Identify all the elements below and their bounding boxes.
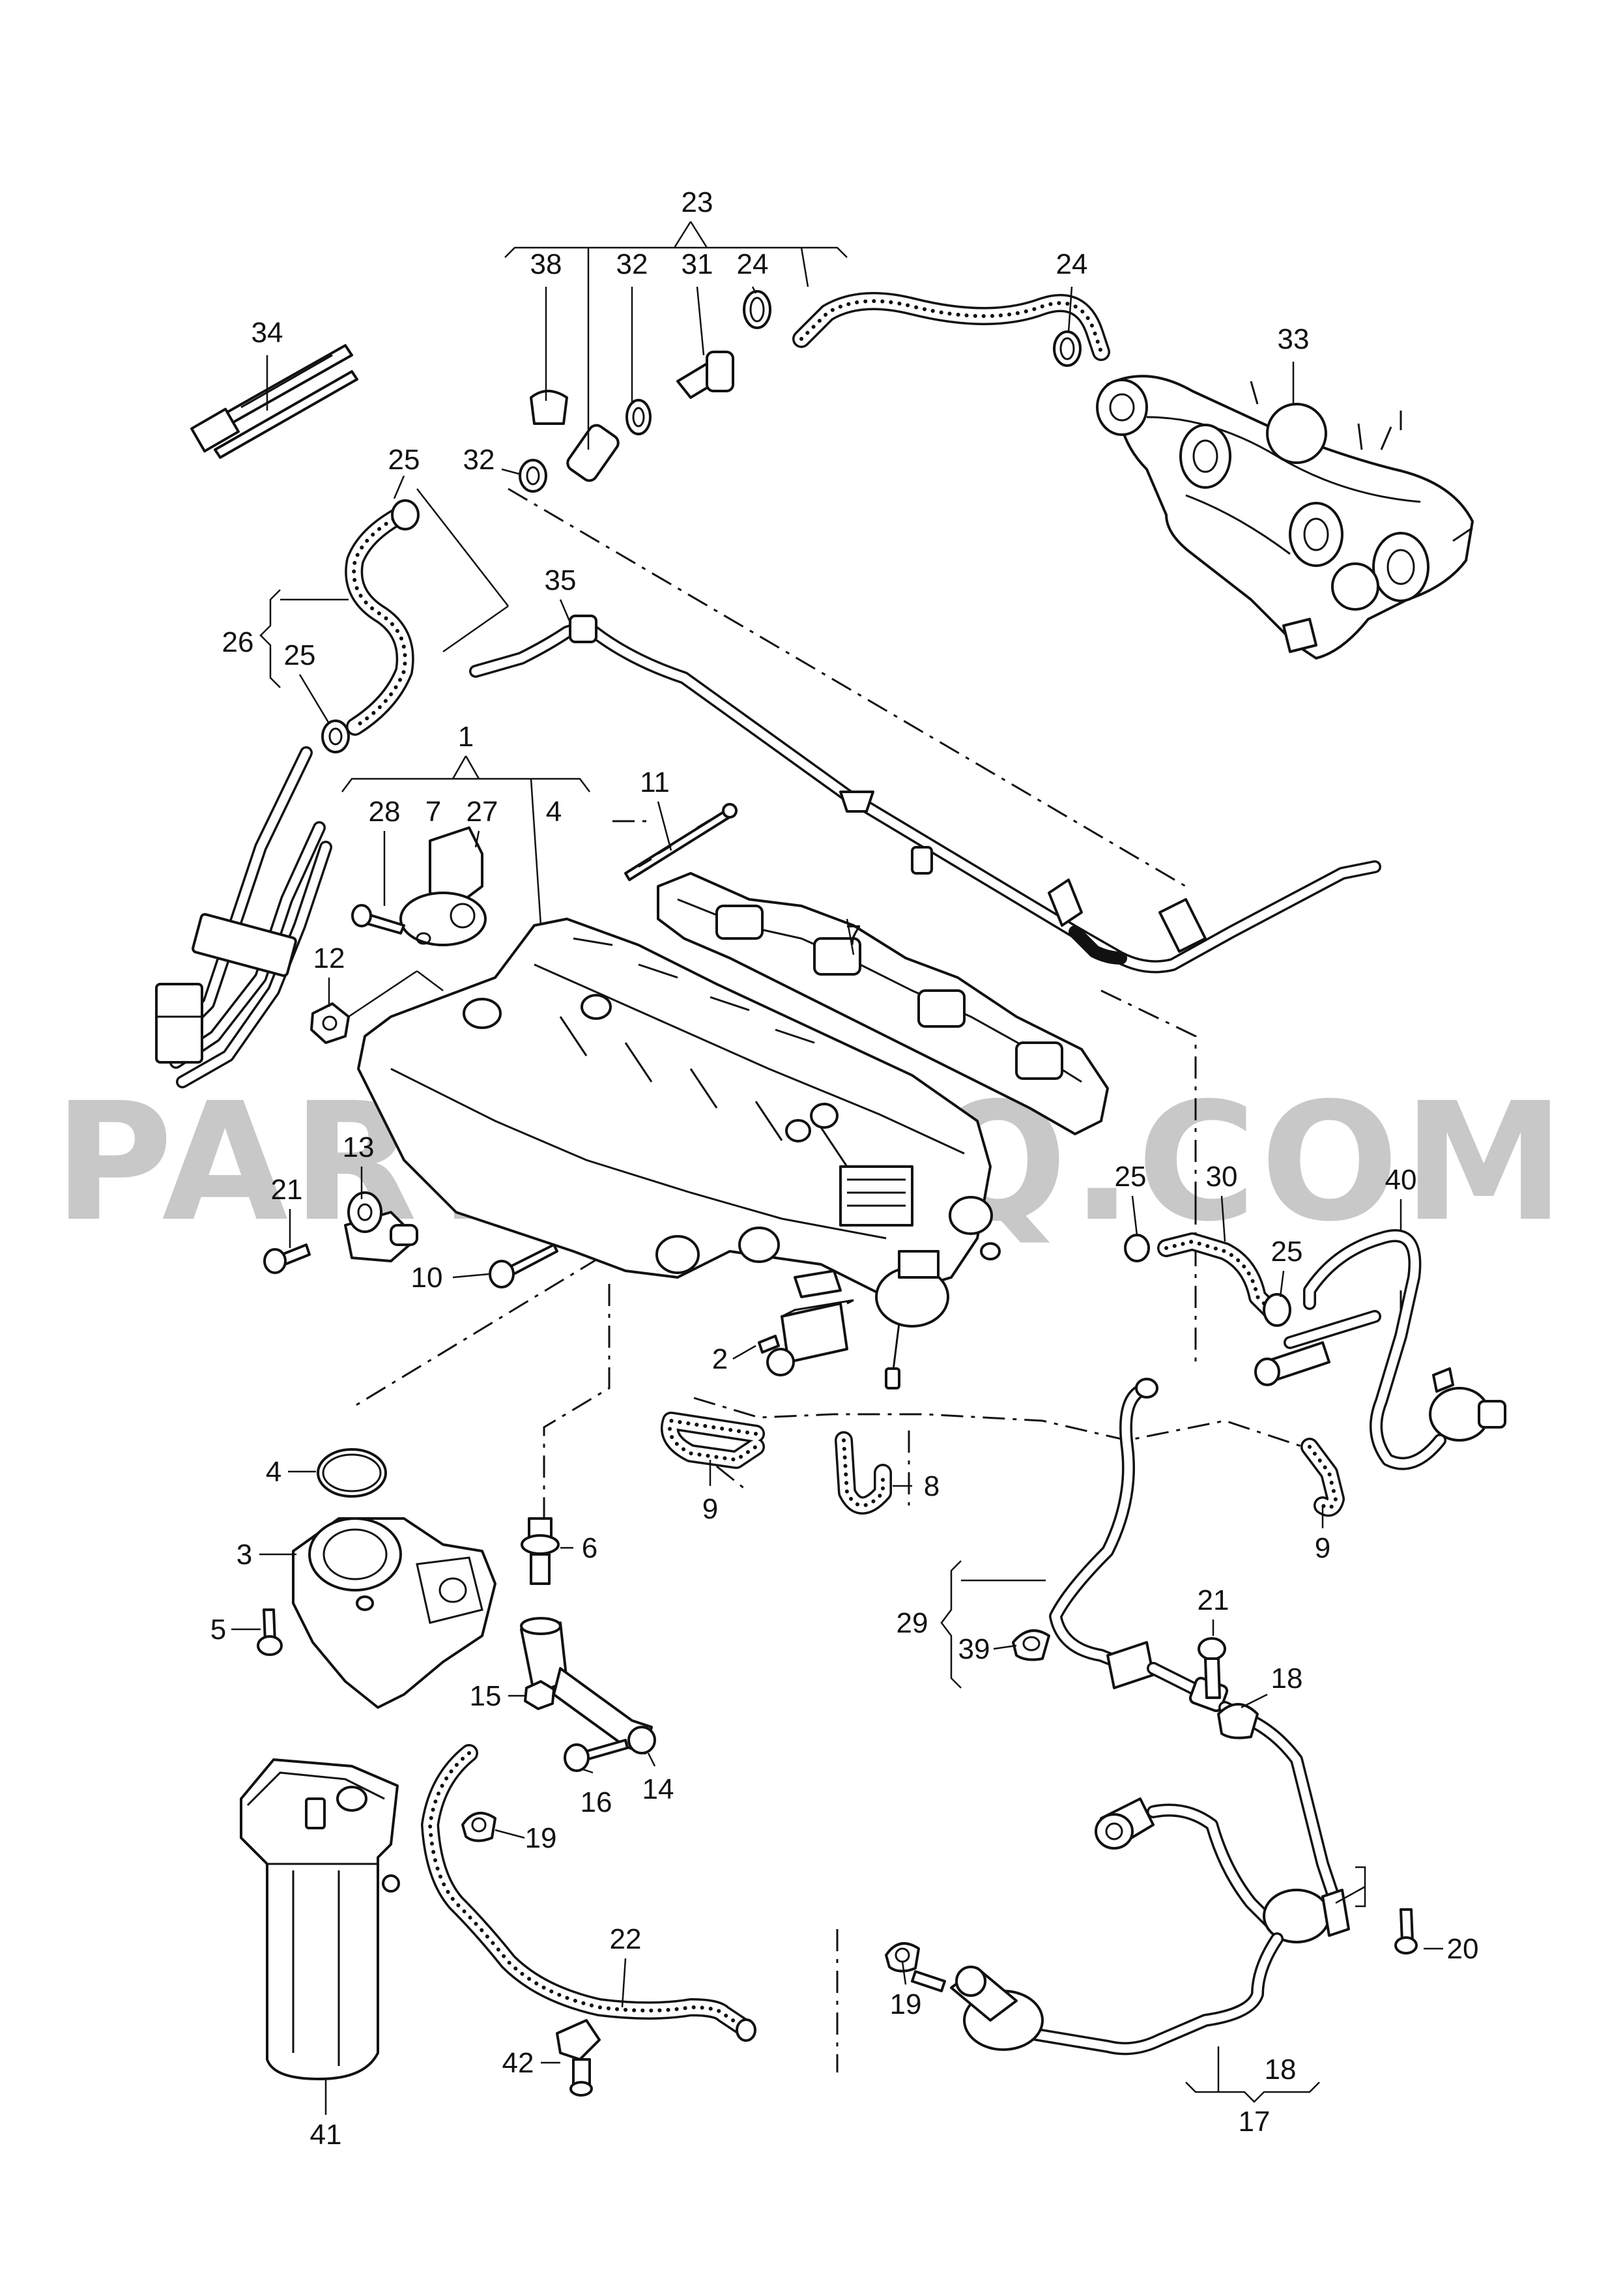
callout-7: 7	[846, 920, 861, 952]
nut-15	[524, 1680, 555, 1710]
callout-14: 14	[642, 1773, 674, 1805]
pipe-35	[469, 615, 1381, 974]
connector-assembly-18	[1106, 1641, 1342, 1910]
cable-tie-34	[190, 344, 358, 459]
throttle-body-3	[292, 1517, 496, 1709]
callout-6: 6	[582, 1532, 597, 1564]
screw-5	[257, 1608, 283, 1656]
sensor-27	[399, 826, 487, 946]
callout-22: 22	[610, 1923, 642, 1955]
nut-12	[310, 1002, 350, 1044]
hose-9-right	[1300, 1438, 1345, 1517]
clamp-39	[1012, 1629, 1050, 1661]
pipe-bracket-assembly	[155, 746, 332, 1088]
sensor-13	[344, 1191, 418, 1262]
callout-19: 19	[525, 1822, 557, 1854]
callout-5: 5	[210, 1614, 226, 1646]
callout-34: 34	[251, 317, 283, 349]
hose-fittings-23	[519, 290, 1082, 493]
screw-10	[489, 1243, 558, 1288]
callout-42: 42	[502, 2047, 534, 2079]
callout-9: 9	[702, 1493, 718, 1525]
screw-16	[564, 1739, 629, 1772]
callout-17: 17	[1239, 2106, 1271, 2138]
callout-41: 41	[310, 2119, 342, 2151]
callout-10: 10	[411, 1262, 443, 1294]
seal-ring-4	[317, 1448, 387, 1498]
screw-21-lower	[1198, 1637, 1226, 1699]
clip-42	[556, 2019, 601, 2097]
callout-31: 31	[682, 248, 713, 280]
turbocharger-manifold-33	[1096, 375, 1474, 660]
purge-valve-assembly	[950, 1797, 1350, 2056]
callout-21: 21	[1198, 1584, 1229, 1616]
callout-24: 24	[737, 248, 769, 280]
hose-8	[835, 1431, 892, 1515]
pipe-40	[1303, 1229, 1506, 1470]
callout-32: 32	[463, 444, 495, 476]
callout-25: 25	[1271, 1236, 1303, 1268]
callout-7: 7	[425, 796, 441, 828]
clamp-19-lower	[885, 1942, 946, 1992]
clamp-19-upper	[461, 1812, 496, 1842]
callout-18: 18	[1271, 1663, 1303, 1694]
callout-19: 19	[890, 1988, 922, 2020]
callout-labels: 23 38 32 31 24 24 33 34 32 25 35 26 25 1…	[210, 186, 1479, 2151]
callout-21: 21	[271, 1174, 303, 1206]
callout-3: 3	[237, 1539, 252, 1571]
callout-20: 20	[1447, 1933, 1479, 1965]
callout-15: 15	[470, 1680, 502, 1712]
callout-40: 40	[1385, 1164, 1417, 1196]
callout-23: 23	[682, 186, 713, 218]
callout-25: 25	[388, 444, 420, 476]
callout-12: 12	[313, 942, 345, 974]
callout-1: 1	[458, 721, 474, 753]
callout-13: 13	[343, 1131, 375, 1163]
callout-4: 4	[546, 796, 562, 828]
callout-35: 35	[545, 564, 577, 596]
callout-32: 32	[616, 248, 648, 280]
vacuum-actuator	[875, 1250, 949, 1389]
callout-33: 33	[1278, 323, 1310, 355]
screw-21-upper	[263, 1243, 311, 1274]
callout-4: 4	[266, 1456, 281, 1488]
screw-28	[351, 904, 405, 935]
callout-30: 30	[1206, 1161, 1238, 1193]
intake-manifold-1	[357, 918, 1001, 1298]
callout-26: 26	[222, 626, 254, 658]
callout-11: 11	[640, 766, 670, 798]
callout-8: 8	[924, 1470, 940, 1502]
screw-20	[1394, 1908, 1418, 1955]
callout-24: 24	[1056, 248, 1088, 280]
hose-29	[1049, 1378, 1158, 1675]
callout-9: 9	[1315, 1532, 1330, 1564]
stud-11	[624, 803, 738, 881]
callout-25: 25	[284, 639, 316, 671]
hose-23	[792, 292, 1110, 361]
hose-26	[321, 499, 420, 753]
hose-22	[421, 1744, 756, 2042]
assembly-guide-lines	[351, 487, 1402, 2072]
charcoal-canister-41	[240, 1758, 400, 2080]
callout-16: 16	[581, 1786, 612, 1818]
callout-25: 25	[1115, 1161, 1147, 1193]
gasket-7	[657, 872, 1109, 1135]
callout-18: 18	[1265, 2054, 1297, 2085]
callout-2: 2	[712, 1343, 728, 1375]
bushing-6	[521, 1517, 560, 1585]
callout-28: 28	[369, 796, 401, 828]
callout-38: 38	[530, 248, 562, 280]
hose-9-left	[661, 1412, 765, 1469]
callout-29: 29	[897, 1607, 928, 1639]
valve-2	[758, 1299, 854, 1376]
callout-27: 27	[467, 796, 498, 828]
callout-39: 39	[958, 1633, 990, 1665]
t-connector	[1254, 1310, 1381, 1386]
leader-lines	[231, 221, 1443, 2115]
